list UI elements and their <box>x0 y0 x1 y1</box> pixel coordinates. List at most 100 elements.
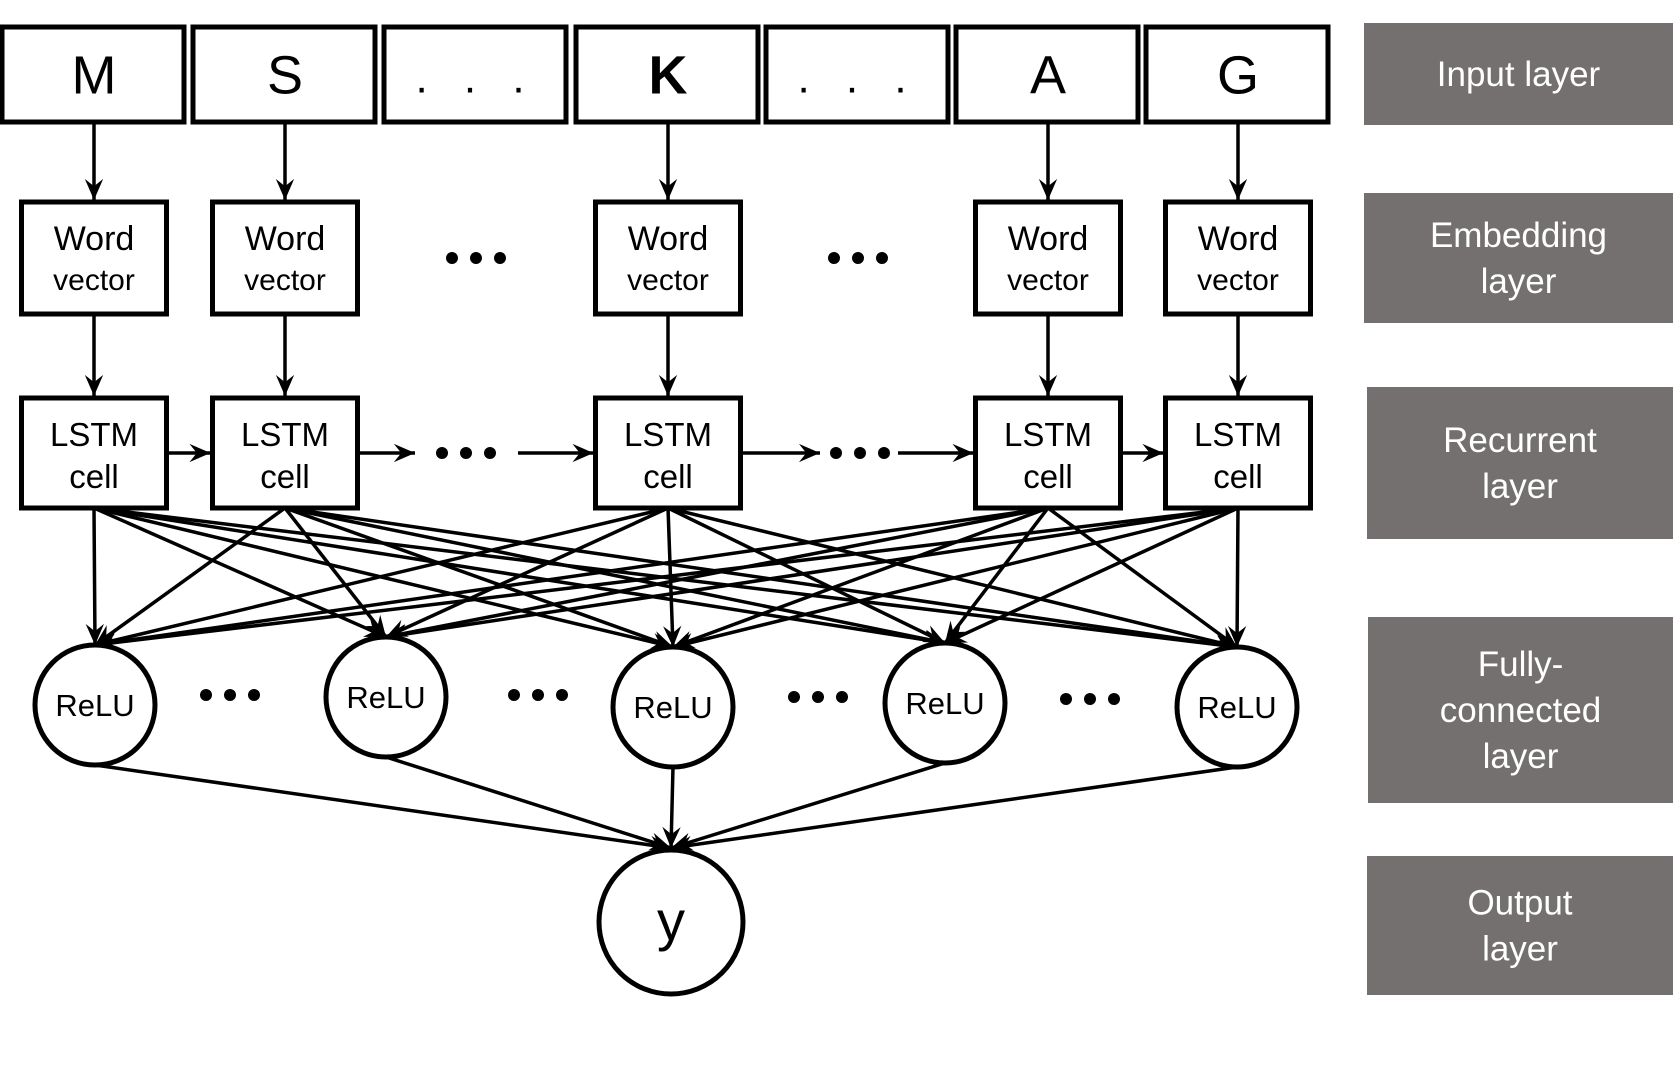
input-box <box>1143 24 1331 125</box>
relu-label: ReLU <box>55 688 134 723</box>
dot <box>460 447 472 459</box>
dot <box>852 252 864 264</box>
lstm-to-relu-edge <box>94 506 669 650</box>
relu-ellipsis <box>508 689 568 701</box>
layer-label-line: layer <box>1482 930 1558 969</box>
dot <box>532 689 544 701</box>
word-vector-label-line1: Word <box>1008 220 1089 258</box>
relu-to-output-edge <box>670 765 1238 855</box>
lstm-node: LSTM cell <box>210 395 360 511</box>
input-token-label: S <box>267 46 303 106</box>
input-layer-label: Input layer <box>1364 23 1673 125</box>
relu-label: ReLU <box>633 690 712 725</box>
word-vector-label-line1: Word <box>1198 220 1279 258</box>
dot <box>1060 693 1072 705</box>
word-vector-label-line1: Word <box>54 220 135 258</box>
lstm-label-line1: LSTM <box>624 416 712 453</box>
dot <box>494 252 506 264</box>
input-box <box>763 24 951 125</box>
lstm-to-relu-edge <box>284 506 1238 654</box>
lstm-cell-box <box>593 395 743 511</box>
layer-label-line: Input layer <box>1437 55 1601 94</box>
layer-label-line: layer <box>1483 737 1559 776</box>
dot <box>876 252 888 264</box>
dot <box>484 447 496 459</box>
lstm-to-relu-edge <box>667 506 946 645</box>
dot <box>1108 693 1120 705</box>
lstm-to-relu-edge <box>283 506 388 639</box>
dot <box>836 691 848 703</box>
lstm-to-relu-edge <box>284 506 946 648</box>
relu-to-output-edge <box>670 761 946 851</box>
layer-label-line: layer <box>1482 467 1558 506</box>
layer-label-line: Output <box>1467 884 1572 923</box>
embedding-ellipsis <box>446 252 506 264</box>
input-box <box>190 24 378 125</box>
lstm-label-line1: LSTM <box>50 416 138 453</box>
embedding-node: Word vector <box>973 199 1123 317</box>
input-token-label: M <box>72 46 117 106</box>
recurrent-ellipsis <box>830 447 890 459</box>
word-vector-label-line2: vector <box>627 264 709 297</box>
lstm-label-line1: LSTM <box>1194 416 1282 453</box>
word-vector-label-line1: Word <box>628 220 709 258</box>
dot <box>812 691 824 703</box>
dot <box>854 447 866 459</box>
relu-label: ReLU <box>346 680 425 715</box>
dot <box>470 252 482 264</box>
lstm-label-line2: cell <box>260 458 310 495</box>
input-ellipsis: . . . <box>415 54 536 103</box>
lstm-to-relu-edge <box>1227 507 1247 648</box>
lstm-to-relu-edge <box>94 506 1049 652</box>
output-node: y <box>596 847 746 997</box>
lstm-to-relu-edge <box>672 506 1239 651</box>
word-vector-box <box>973 199 1123 317</box>
relu-circle <box>882 640 1008 766</box>
layer-panel <box>1367 856 1673 995</box>
dot <box>200 689 212 701</box>
relu-label: ReLU <box>905 686 984 721</box>
input-token-box: M <box>0 24 187 125</box>
lstm-to-relu-edge <box>85 507 105 646</box>
relu-to-output-edge <box>662 766 681 849</box>
dot <box>788 691 800 703</box>
lstm-to-relu-edge <box>284 506 674 649</box>
input-box <box>953 24 1141 125</box>
dot <box>830 447 842 459</box>
output-label: y <box>657 889 685 952</box>
dot <box>248 689 260 701</box>
dot <box>446 252 458 264</box>
dot <box>224 689 236 701</box>
dot <box>828 252 840 264</box>
relu-ellipsis <box>1060 693 1120 705</box>
lstm-to-relu-edge <box>385 506 669 639</box>
relu-circle <box>323 634 449 760</box>
word-vector-label-line1: Word <box>245 220 326 258</box>
word-vector-box <box>593 199 743 317</box>
relu-node: ReLU <box>610 644 736 770</box>
relu-circle <box>32 642 158 768</box>
relu-ellipsis <box>788 691 848 703</box>
lstm-label-line1: LSTM <box>241 416 329 453</box>
input-token-box: . . . <box>763 24 951 125</box>
output-layer-label: Output layer <box>1367 856 1673 995</box>
relu-node: ReLU <box>882 640 1008 766</box>
word-vector-label-line2: vector <box>1007 264 1089 297</box>
input-token-label: G <box>1217 46 1259 106</box>
layer-panel <box>1367 387 1673 539</box>
edges-group <box>84 122 1248 855</box>
lstm-cell-box <box>973 395 1123 511</box>
layer-labels-group: Input layerEmbeddinglayerRecurrentlayerF… <box>1364 23 1673 995</box>
relu-node: ReLU <box>323 634 449 760</box>
relu-label: ReLU <box>1197 690 1276 725</box>
output-circle <box>596 847 746 997</box>
input-token-label: K <box>649 46 688 106</box>
